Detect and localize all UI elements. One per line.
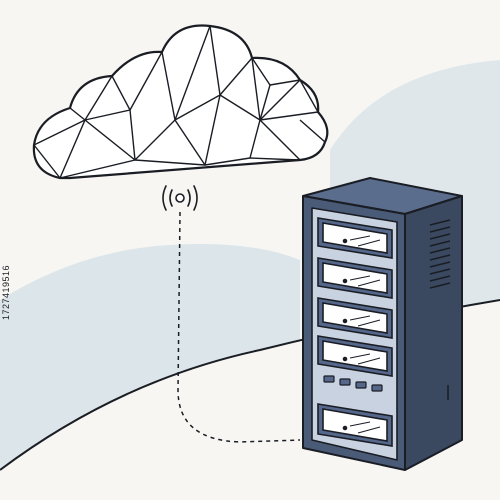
server-slot-1 <box>317 217 393 259</box>
server-status-leds <box>323 375 383 392</box>
connection-dashed-line <box>177 211 301 443</box>
polygonal-network-cloud-icon <box>32 24 329 180</box>
server-side-panel <box>404 195 463 471</box>
server-vent-slits <box>429 219 451 400</box>
stock-id-label: 1727419516 <box>1 264 11 320</box>
server-slot-3 <box>317 297 393 339</box>
wifi-signal-icon <box>162 185 198 211</box>
server-slot-2 <box>317 257 393 299</box>
server-slot-4 <box>317 335 393 377</box>
server-slot-5 <box>317 403 393 447</box>
